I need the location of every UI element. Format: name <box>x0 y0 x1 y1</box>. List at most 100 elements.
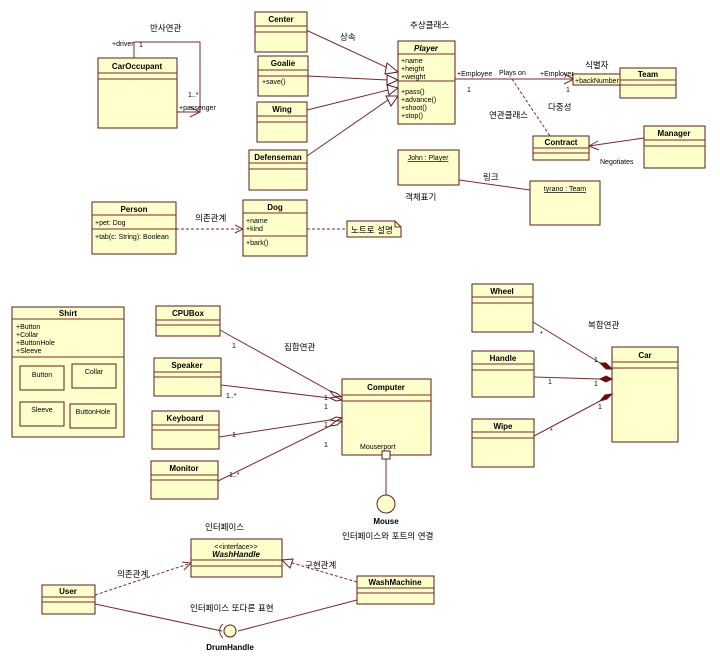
note-text: 노트로 설명 <box>351 225 393 236</box>
attribute: +name <box>401 58 423 65</box>
attribute: +pet: Dog <box>95 220 126 227</box>
class-keyboard[interactable]: Keyboard <box>151 410 220 450</box>
label-association-class: 연관클래스 <box>489 110 528 121</box>
class-manager[interactable]: Manager <box>643 125 706 169</box>
class-person[interactable]: Person +pet: Dog +tab(c: String): Boolea… <box>91 201 177 255</box>
class-name: Handle <box>490 354 517 363</box>
drumhandle-lollipop[interactable] <box>223 624 237 638</box>
class-dog[interactable]: Dog +name +kind +bark() <box>242 199 308 257</box>
class-contract[interactable]: Contract <box>532 135 590 161</box>
aggregation-keyboard <box>218 419 331 438</box>
object-name: tyrano : Team <box>544 186 586 193</box>
note-box: 노트로 설명 <box>346 220 402 238</box>
class-team[interactable]: Team <box>619 67 677 99</box>
label-mouse: Mouse <box>373 517 399 526</box>
label-monitor-mult: 1..* <box>229 472 240 479</box>
provided-interface-line <box>237 599 358 632</box>
label-dependency2: 의존관계 <box>117 569 148 580</box>
label-cpubox-mult: 1 <box>232 343 236 350</box>
port-square[interactable] <box>381 450 391 460</box>
label-passenger-mult: 1..* <box>188 92 199 99</box>
class-name: WashHandle <box>212 550 260 559</box>
class-user[interactable]: User <box>41 584 96 615</box>
class-name: Center <box>268 15 293 24</box>
label-negotiates: Negotiates <box>600 159 634 166</box>
mouse-interface-circle[interactable] <box>376 494 396 514</box>
label-back-number: +backNumber <box>575 78 619 85</box>
class-name: Manager <box>658 129 691 138</box>
class-speaker[interactable]: Speaker <box>153 357 222 397</box>
label-computer-mult: 1 <box>324 404 328 411</box>
operation: +bark() <box>246 240 268 247</box>
attribute: +Button <box>16 324 40 331</box>
attribute: +height <box>401 66 424 73</box>
attribute: +ButtonHole <box>16 340 55 347</box>
label-reflexive: 반사연관 <box>150 23 181 34</box>
part-label: ButtonHole <box>76 409 111 416</box>
composition-diamond <box>598 393 614 402</box>
realization-line <box>281 559 358 583</box>
label-plays-on: Plays on <box>499 70 526 77</box>
label-passenger: +passenger <box>179 105 216 112</box>
label-employee-mult: 1 <box>467 87 471 94</box>
class-center[interactable]: Center <box>254 11 308 53</box>
label-driver-mult: 1 <box>139 42 143 49</box>
inheritance-arrow <box>384 62 400 75</box>
class-name: Goalie <box>271 59 296 68</box>
reflexive-arrow-head <box>189 106 202 118</box>
label-composition: 복합연관 <box>588 320 619 331</box>
class-cpubox[interactable]: CPUBox <box>155 305 221 337</box>
label-interface-port: 인터페이스와 포트의 연결 <box>342 531 433 542</box>
class-name: WashMachine <box>368 578 422 587</box>
class-player[interactable]: Player +name +height +weight +pass() +ad… <box>397 40 456 125</box>
label-computer-mult: 1 <box>324 395 328 402</box>
label-handle-mult: 1 <box>548 379 552 386</box>
interface-stereotype: <<interface>> <box>214 544 257 551</box>
required-interface-line <box>94 603 223 632</box>
label-wipe-mult: * <box>550 428 553 435</box>
class-defenseman[interactable]: Defenseman <box>248 149 308 191</box>
class-name: CPUBox <box>172 309 205 318</box>
aggregation-diamond <box>328 396 344 402</box>
class-car[interactable]: Car <box>611 346 679 443</box>
class-name: Team <box>638 70 658 79</box>
label-car-mult: 1 <box>594 357 598 364</box>
reflexive-association-line <box>133 41 201 113</box>
object-name: John : Player <box>408 155 450 162</box>
generalization-center <box>305 29 389 69</box>
class-wheel[interactable]: Wheel <box>471 283 534 333</box>
class-goalie[interactable]: Goalie +save() <box>257 55 309 97</box>
aggregation-cpubox <box>219 329 331 392</box>
class-washmachine[interactable]: WashMachine <box>356 575 435 605</box>
class-name: Dog <box>267 203 283 212</box>
part-label: Collar <box>85 369 104 376</box>
class-wing[interactable]: Wing <box>256 101 308 143</box>
object-john[interactable]: John : Player <box>397 149 460 186</box>
class-shirt[interactable]: Shirt +Button +Collar +ButtonHole +Sleev… <box>11 306 125 438</box>
class-name: Contract <box>545 138 578 147</box>
label-identifier: 식별자 <box>585 60 609 71</box>
attribute: +weight <box>401 74 425 81</box>
operation: +shoot() <box>401 105 427 112</box>
label-object-notation: 객체표기 <box>405 192 436 203</box>
part-buttonhole <box>69 403 117 429</box>
class-handle[interactable]: Handle <box>471 350 535 398</box>
generalization-defenseman <box>306 99 389 157</box>
inheritance-arrow <box>385 95 399 107</box>
class-wipe[interactable]: Wipe <box>471 418 535 468</box>
object-tyrano[interactable]: tyrano : Team <box>529 180 601 226</box>
label-link: 링크 <box>483 172 499 183</box>
label-drumhandle: DrumHandle <box>206 643 254 652</box>
class-monitor[interactable]: Monitor <box>150 460 219 500</box>
label-mouseport: Mouserport <box>360 444 395 451</box>
operation: +save() <box>262 79 286 86</box>
composition-handle <box>533 376 601 380</box>
generalization-goalie <box>307 75 389 81</box>
interface-washhandle[interactable]: <<interface>> WashHandle <box>190 538 283 578</box>
class-computer[interactable]: Computer Mouserport <box>341 378 432 456</box>
inheritance-arrow <box>386 74 400 86</box>
association-arrow-head <box>587 140 600 151</box>
label-interface: 인터페이스 <box>205 522 244 533</box>
class-caroccupant[interactable]: CarOccupant <box>97 57 178 129</box>
dependency-arrow-head <box>181 561 193 571</box>
